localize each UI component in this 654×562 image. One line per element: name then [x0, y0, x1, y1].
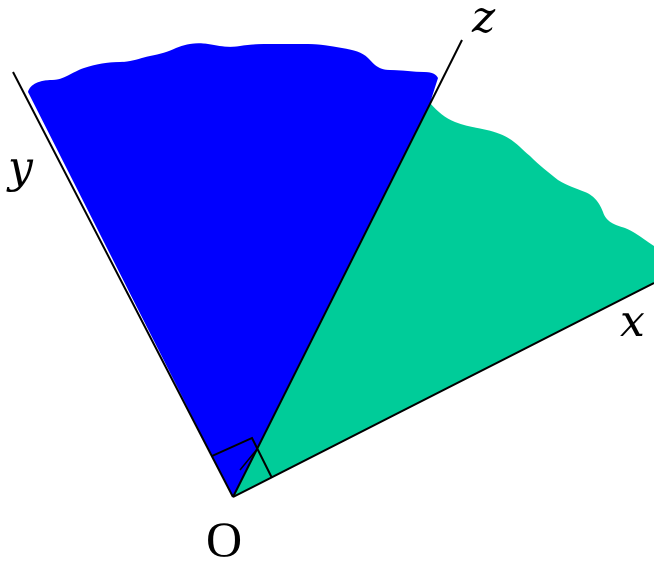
x-axis-label: x — [620, 296, 645, 347]
origin-label: O — [206, 511, 242, 562]
right-angle-marker-yz — [211, 436, 273, 479]
x-axis-line — [232, 282, 654, 498]
z-axis-line — [232, 39, 463, 498]
z-axis-label: z — [471, 0, 496, 43]
xz-plane-region — [233, 103, 654, 497]
y-axis-label: y — [6, 142, 34, 193]
right-angle-marker-xz — [239, 447, 259, 471]
yz-plane-region — [28, 43, 438, 497]
y-axis-line — [12, 71, 234, 498]
